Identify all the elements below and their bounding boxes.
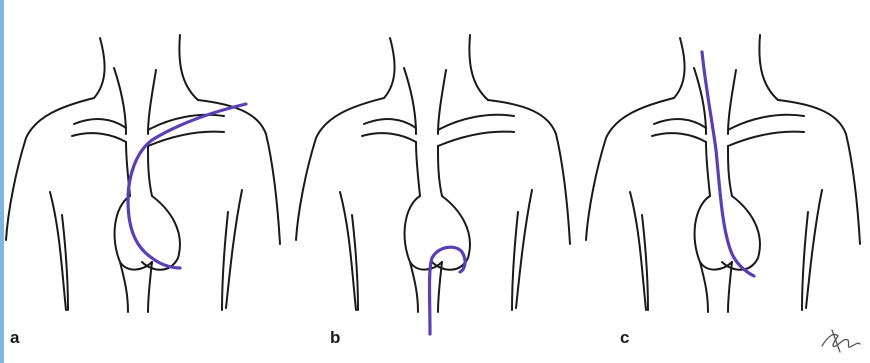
panel-label-b: b xyxy=(330,328,340,348)
vessels-outline xyxy=(652,68,804,312)
catheter-path-a xyxy=(128,104,246,268)
catheter-path-b xyxy=(430,247,466,334)
panel-a-diagram xyxy=(2,0,292,363)
panel-c-diagram xyxy=(582,0,870,363)
vessels-outline xyxy=(362,68,514,312)
artist-signature-icon xyxy=(818,322,862,356)
panel-label-c: c xyxy=(620,328,629,348)
panel-b-diagram xyxy=(292,0,582,363)
vessels-outline xyxy=(72,68,224,312)
panel-label-a: a xyxy=(10,328,19,348)
